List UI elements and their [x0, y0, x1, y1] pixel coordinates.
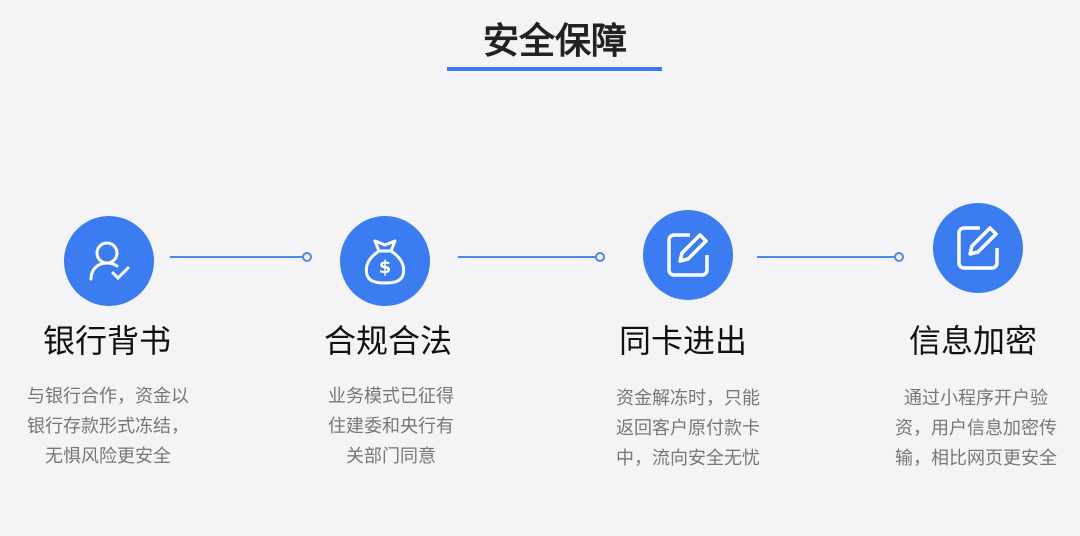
feature-title: 信息加密: [908, 322, 1037, 360]
description-line: 中，流向安全无忧: [616, 448, 760, 469]
feature-title: 银行背书: [42, 322, 171, 360]
svg-text:$: $: [379, 257, 392, 278]
connector-line: [458, 256, 598, 258]
description-line: 返回客户原付款卡: [616, 418, 760, 439]
connector-line: [170, 256, 305, 258]
feature-title: 合规合法: [323, 322, 452, 360]
description-line: 无惧风险更安全: [45, 446, 171, 467]
description-line: 业务模式已征得: [328, 386, 454, 407]
user-check-icon: [64, 216, 154, 306]
connector-line: [757, 256, 897, 258]
feature-description: 与银行合作，资金以 银行存款形式冻结， 无惧风险更安全: [0, 382, 228, 472]
feature-description: 资金解冻时，只能 返回客户原付款卡 中，流向安全无忧: [568, 384, 808, 474]
feature-description: 通过小程序开户验 资，用户信息加密传 输，相比网页更安全: [856, 384, 1080, 474]
description-line: 资，用户信息加密传: [895, 418, 1057, 439]
connector-dot: [302, 252, 312, 262]
connector-dot: [595, 252, 605, 262]
description-line: 资金解冻时，只能: [616, 388, 760, 409]
description-line: 银行存款形式冻结，: [27, 416, 189, 437]
feature-title: 同卡进出: [618, 322, 747, 360]
description-line: 住建委和央行有: [328, 416, 454, 437]
edit-icon: [933, 203, 1023, 293]
description-line: 通过小程序开户验: [904, 388, 1048, 409]
page-title: 安全保障: [482, 21, 627, 62]
edit-icon: [643, 210, 733, 300]
description-line: 输，相比网页更安全: [895, 448, 1057, 469]
connector-dot: [894, 252, 904, 262]
title-underline: [447, 67, 662, 71]
feature-description: 业务模式已征得 住建委和央行有 关部门同意: [271, 382, 511, 472]
description-line: 关部门同意: [346, 446, 436, 467]
description-line: 与银行合作，资金以: [27, 386, 189, 407]
money-bag-icon: $: [340, 216, 430, 306]
